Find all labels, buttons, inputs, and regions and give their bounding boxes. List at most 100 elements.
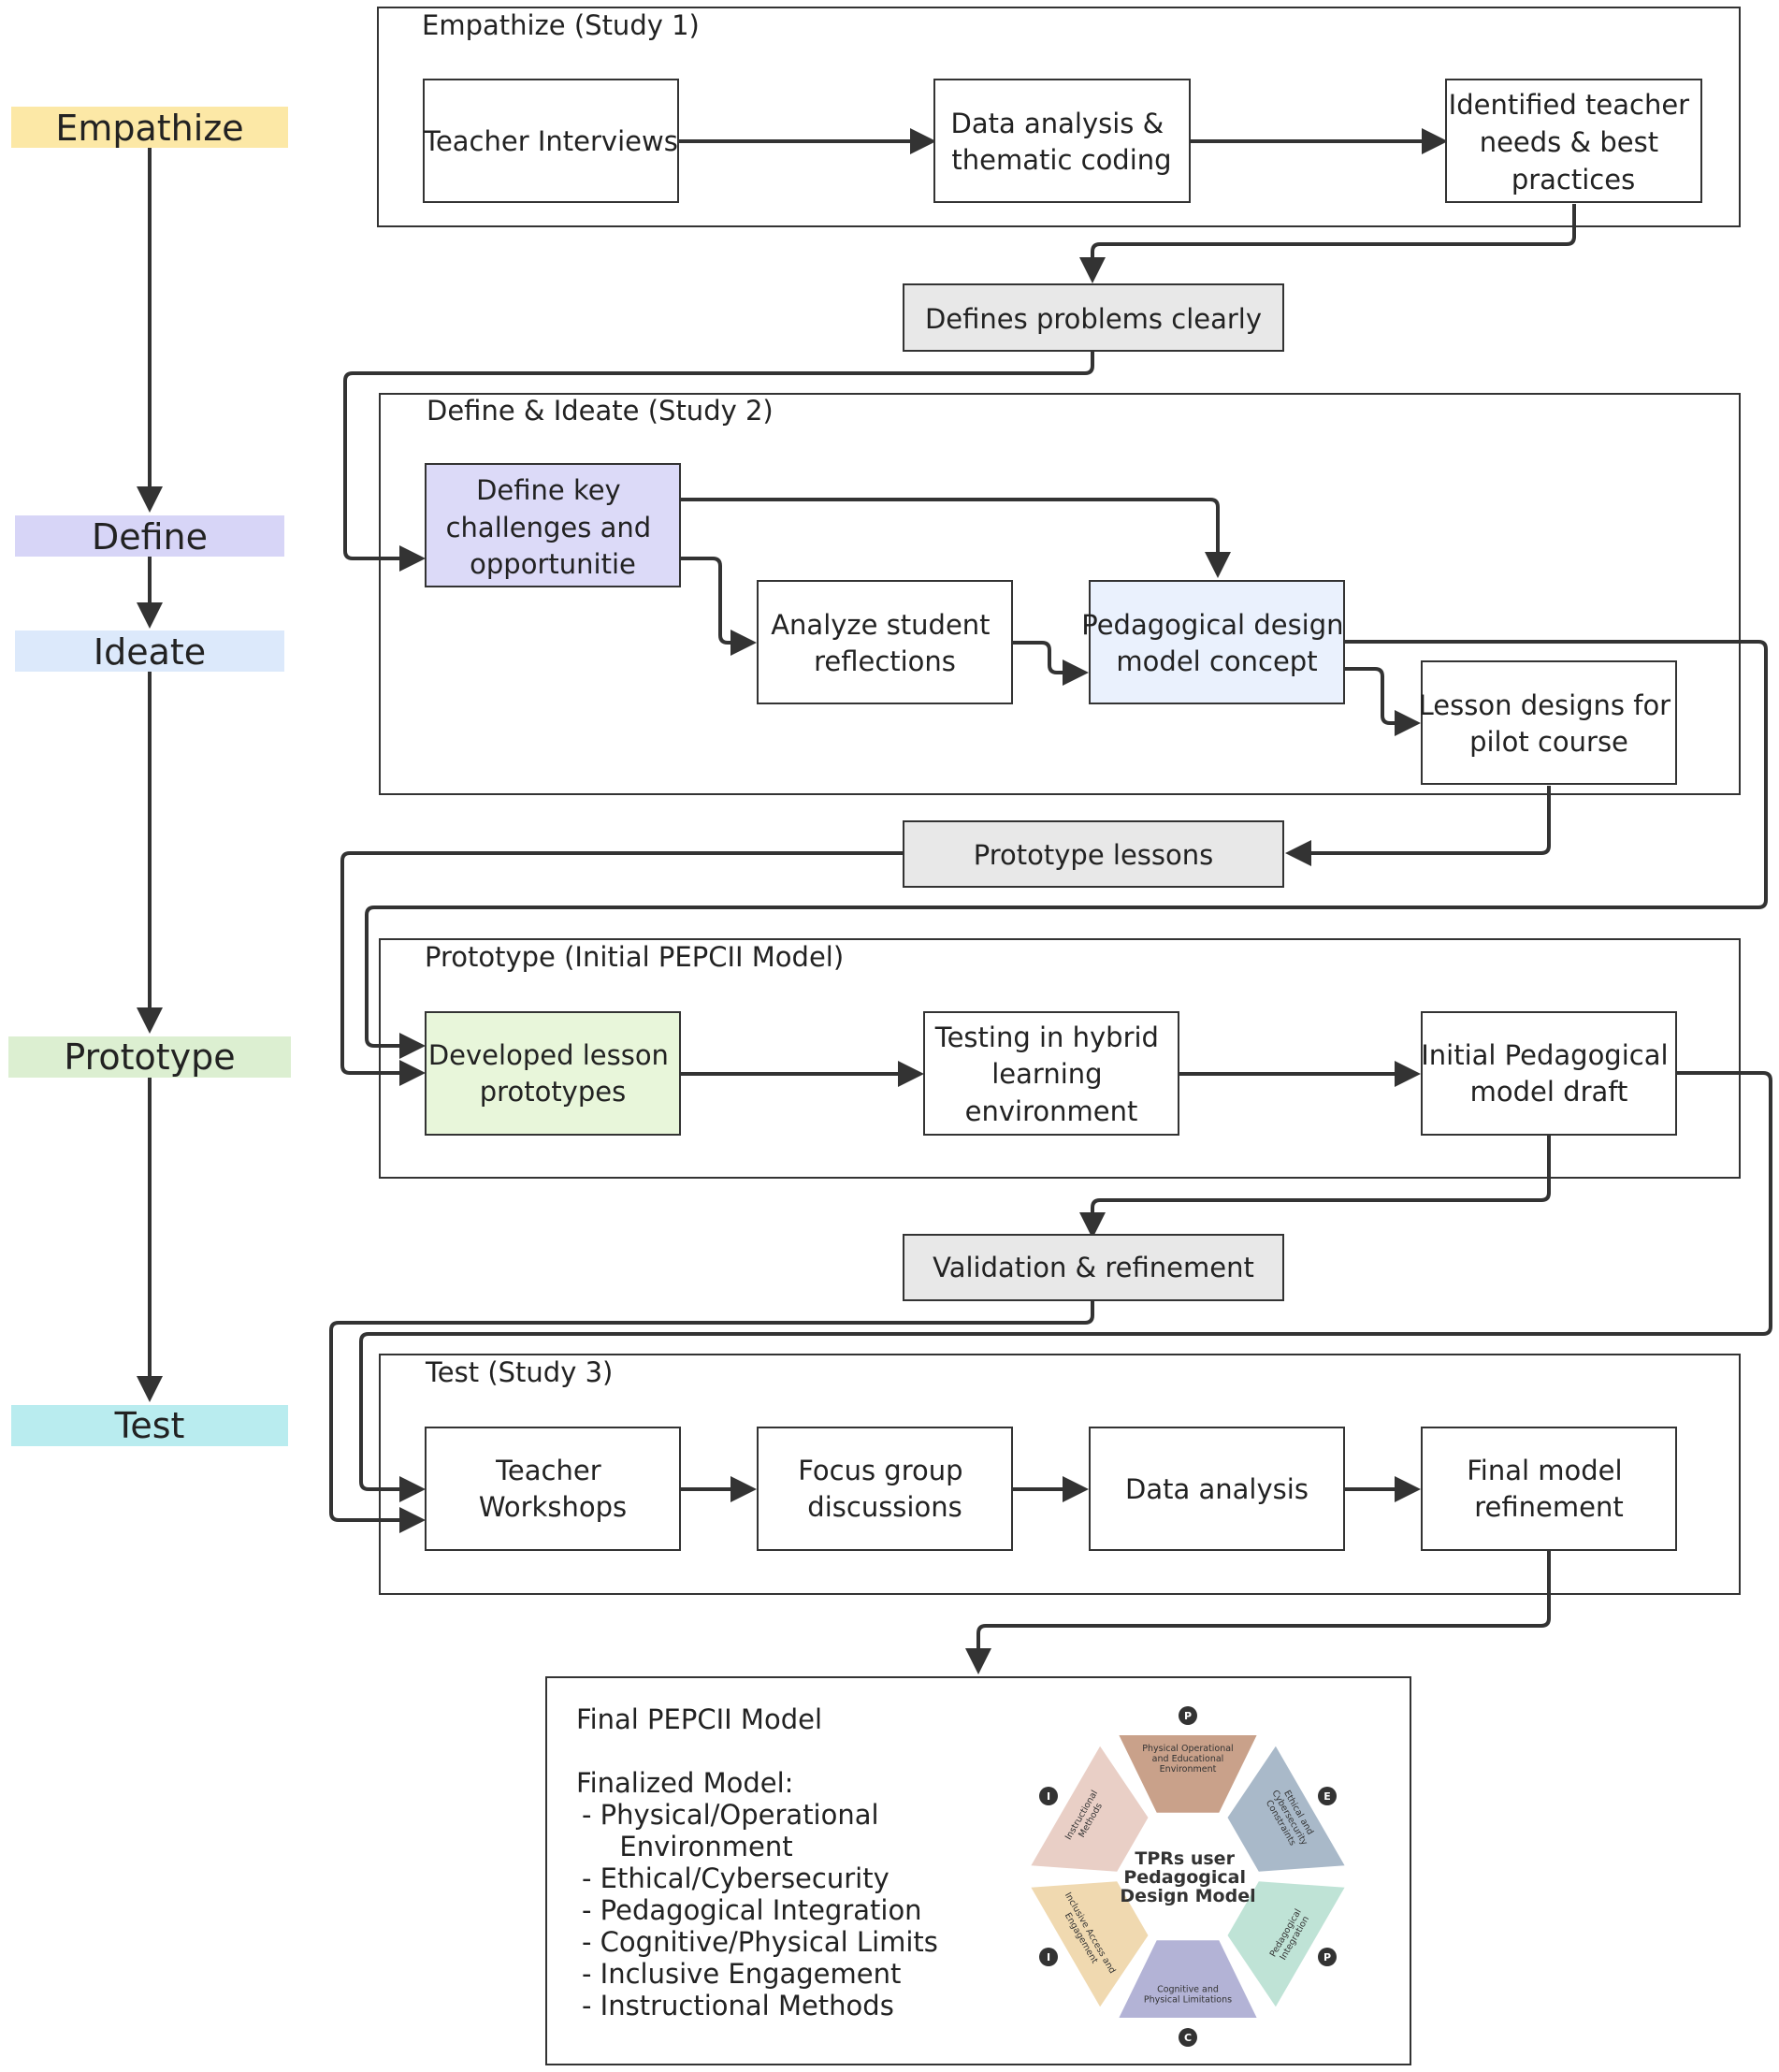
node-lesson-designs-line2: pilot course xyxy=(1469,726,1628,758)
final-model-item: - Cognitive/Physical Limits xyxy=(582,1926,938,1958)
node-analyze-reflections-line1: Analyze student xyxy=(771,609,990,641)
pill-defines-problems-label: Defines problems clearly xyxy=(925,303,1262,335)
final-model-item: - Instructional Methods xyxy=(582,1990,894,2021)
node-developed-prototypes-line2: prototypes xyxy=(480,1076,626,1108)
connectors xyxy=(329,128,1772,1674)
node-define-key-challenges xyxy=(425,463,681,587)
arrow-needs-defines xyxy=(1079,204,1576,283)
phase-prototype-bg xyxy=(8,1036,291,1078)
hex-letter: I xyxy=(1047,1951,1050,1963)
node-focus-group-line1: Focus group xyxy=(798,1455,962,1486)
node-focus-group-line2: discussions xyxy=(807,1491,962,1523)
node-pedagogical-concept-line1: Pedagogical design xyxy=(1081,609,1343,641)
svg-text:Teacher Workshops: Teacher Workshops xyxy=(479,1455,627,1523)
phase-prototype: Prototype xyxy=(64,1036,235,1078)
hex-segment xyxy=(1227,1746,1345,1872)
hex-letter: C xyxy=(1184,2032,1192,2044)
node-data-analysis-label: Data analysis xyxy=(1125,1473,1309,1505)
node-pedagogical-concept-line2: model concept xyxy=(1116,645,1317,677)
pill-prototype-lessons-label: Prototype lessons xyxy=(974,839,1213,871)
arrow-validation-workshops xyxy=(329,1300,1094,1533)
final-model-item: Environment xyxy=(602,1831,793,1862)
node-teacher-workshops-line2: Workshops xyxy=(479,1491,627,1523)
node-developed-prototypes-line1: Developed lesson xyxy=(428,1039,669,1071)
phase-empathize: Empathize xyxy=(55,108,243,149)
hex-letter-badge xyxy=(1179,1706,1197,1725)
svg-text:Final model refinement: Final model refinement xyxy=(1467,1455,1631,1523)
hex-letter: I xyxy=(1047,1790,1050,1803)
node-final-refinement-line1: Final model xyxy=(1467,1455,1622,1486)
node-initial-draft-line1: Initial Pedagogical xyxy=(1421,1039,1668,1071)
node-final-refinement xyxy=(1421,1427,1677,1551)
hex-letter-badge xyxy=(1179,2028,1197,2047)
hex-letter-badge xyxy=(1039,1948,1058,1966)
node-teacher-interviews-label: Teacher Interviews xyxy=(423,125,678,157)
node-define-key-line1: Define key xyxy=(476,474,621,506)
node-analyze-reflections-line2: reflections xyxy=(814,645,956,677)
final-model-item: - Inclusive Engagement xyxy=(582,1958,901,1990)
final-model-item: - Pedagogical Integration xyxy=(582,1894,922,1926)
section-empathize-title: Empathize (Study 1) xyxy=(422,9,700,41)
svg-text:Lesson designs for pilot: Lesson designs for pilot course xyxy=(1419,689,1680,758)
svg-text:Teacher Interviews: Teacher Interviews xyxy=(423,125,678,157)
final-model-item: - Ethical/Cybersecurity xyxy=(582,1862,890,1894)
hex-letter-badge xyxy=(1039,1787,1058,1805)
pill-validation-label: Validation & refinement xyxy=(933,1252,1254,1283)
hex-segment xyxy=(1031,1881,1149,2007)
final-model-subtitle: Finalized Model: xyxy=(576,1767,793,1799)
arrow-definekey-concept xyxy=(680,498,1231,578)
final-model-item: - Physical/Operational xyxy=(582,1799,879,1831)
section-define-ideate-title: Define & Ideate (Study 2) xyxy=(427,395,774,427)
hex-letter-badge xyxy=(1318,1787,1337,1805)
node-identified-needs-line3: practices xyxy=(1511,164,1635,196)
arrow-defines-definekey xyxy=(343,351,1094,572)
svg-text:Define key challenges an: Define key challenges and opportunitie xyxy=(446,474,660,580)
node-identified-needs-line2: needs & best xyxy=(1480,126,1658,158)
node-teacher-workshops xyxy=(425,1427,681,1551)
phase-ideate-bg xyxy=(15,630,284,672)
hex-segment xyxy=(1031,1746,1149,1872)
hex-segment xyxy=(1119,1735,1257,1813)
node-lesson-designs-line1: Lesson designs for xyxy=(1419,689,1671,721)
pill-validation xyxy=(903,1234,1284,1301)
node-initial-draft-line2: model draft xyxy=(1470,1076,1628,1108)
node-data-analysis-thematic-line1: Data analysis & xyxy=(951,108,1164,139)
svg-text:Developed lesson prototy: Developed lesson prototypes xyxy=(428,1039,677,1108)
hex-segment xyxy=(1119,1940,1257,2018)
node-analyze-reflections xyxy=(757,580,1013,704)
node-focus-group xyxy=(757,1427,1013,1551)
node-testing-hybrid-line3: environment xyxy=(965,1095,1138,1127)
arrow-analyze-concept xyxy=(1012,641,1089,686)
node-pedagogical-concept xyxy=(1089,580,1345,704)
phase-test: Test xyxy=(114,1405,185,1446)
node-define-key-line2: challenges and xyxy=(446,512,652,543)
node-developed-prototypes xyxy=(425,1011,681,1136)
hex-center-line: TPRs user xyxy=(1135,1848,1235,1869)
hex-letter-badge xyxy=(1318,1948,1337,1966)
arrow-concept-lesson xyxy=(1344,667,1421,736)
arrow-prototypelessons-developed xyxy=(340,851,904,1086)
hex-center-label: TPRs user Pedagogical Design Model xyxy=(1120,1848,1255,1906)
svg-text:Data analysis: Data analysis xyxy=(1125,1473,1309,1505)
hex-letter: P xyxy=(1184,1710,1192,1722)
final-model-list: - Physical/Operational Environment - Eth… xyxy=(582,1799,938,2021)
arrow-initial-workshops xyxy=(359,1071,1772,1502)
hex-segment xyxy=(1227,1881,1345,2007)
node-teacher-interviews xyxy=(423,79,679,203)
section-prototype-title: Prototype (Initial PEPCII Model) xyxy=(425,941,844,973)
node-final-refinement-line2: refinement xyxy=(1474,1491,1623,1523)
section-test-title: Test (Study 3) xyxy=(425,1356,613,1388)
node-teacher-workshops-line1: Teacher xyxy=(495,1455,601,1486)
node-define-key-line3: opportunitie xyxy=(470,548,636,580)
node-data-analysis-thematic xyxy=(933,79,1191,203)
svg-text:Analyze student reflecti: Analyze student reflections xyxy=(771,609,999,677)
final-model-title: Final PEPCII Model xyxy=(576,1703,822,1735)
phase-define-bg xyxy=(15,515,284,557)
node-testing-hybrid-line1: Testing in hybrid xyxy=(934,1022,1159,1053)
node-lesson-designs xyxy=(1421,660,1677,785)
svg-text:Initial Pedagogical mode: Initial Pedagogical model draft xyxy=(1421,1039,1677,1108)
